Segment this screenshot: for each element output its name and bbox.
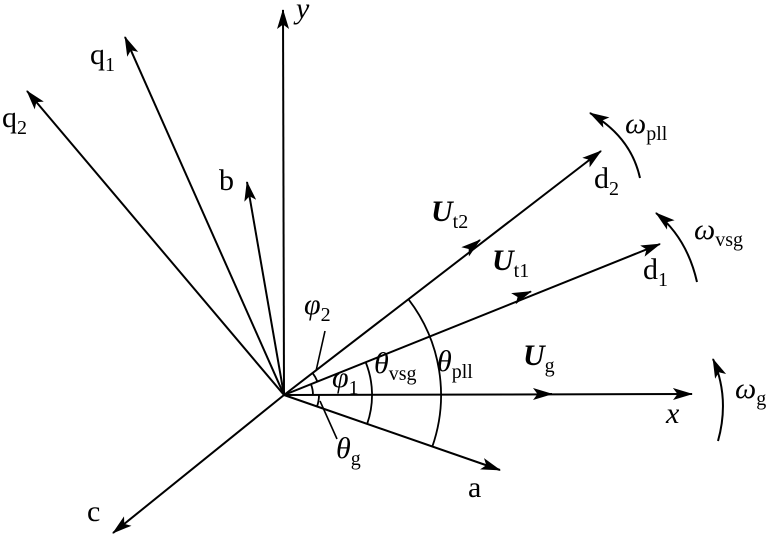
x-axis-arrow <box>283 388 693 401</box>
omega-g-label: ωg <box>735 372 767 410</box>
theta-g-arc <box>316 394 320 407</box>
b-axis-arrow <box>244 181 285 396</box>
omega-vsg-rotation-arrow <box>655 212 698 283</box>
phi-1-arc <box>310 383 314 396</box>
d2-axis-label: d2 <box>594 162 619 200</box>
d1-axis-arrow <box>283 243 661 396</box>
omega-pll-label: ωpll <box>625 107 668 145</box>
phi-2-angle-label: φ2 <box>304 288 331 326</box>
theta-pll-arc <box>407 298 442 448</box>
pll-terminal-voltage-vector-label: Ut2 <box>431 195 469 233</box>
vsg-terminal-voltage-vector-label: Ut1 <box>492 244 530 282</box>
b-axis-label: b <box>219 164 234 197</box>
phi-2-arc <box>311 372 319 382</box>
y-axis-arrow <box>277 9 290 396</box>
q1-axis-label: q1 <box>90 38 115 76</box>
q2-axis-label: q2 <box>2 101 27 139</box>
theta-pll-angle-label: θpll <box>437 345 473 383</box>
c-axis-label: c <box>87 495 101 528</box>
a-axis-label: a <box>468 471 482 504</box>
theta-g-angle-label: θg <box>336 432 361 470</box>
theta-vsg-angle-label: θvsg <box>374 347 417 385</box>
omega-g-rotation-arrow <box>712 358 727 442</box>
phi-1-angle-label: φ1 <box>332 361 359 399</box>
q1-axis-arrow <box>124 36 285 396</box>
y-axis-label: y <box>296 0 310 25</box>
phi-2-leader-line <box>315 330 326 372</box>
theta-vsg-arc <box>364 361 373 425</box>
c-axis-arrow <box>112 394 285 534</box>
ut2-vector-arrowhead <box>461 239 481 257</box>
q2-axis-arrow <box>26 90 285 396</box>
theta-g-leader-line <box>319 400 338 440</box>
a-axis-arrow <box>283 394 501 471</box>
d2-axis-arrow <box>283 150 602 396</box>
d1-axis-label: d1 <box>643 253 668 291</box>
omega-pll-rotation-arrow <box>589 112 641 179</box>
x-axis-label: x <box>666 397 680 430</box>
grid-voltage-vector-label: Ug <box>523 339 555 377</box>
ut1-vector-arrowhead <box>511 290 532 305</box>
omega-vsg-label: ωvsg <box>694 213 743 251</box>
